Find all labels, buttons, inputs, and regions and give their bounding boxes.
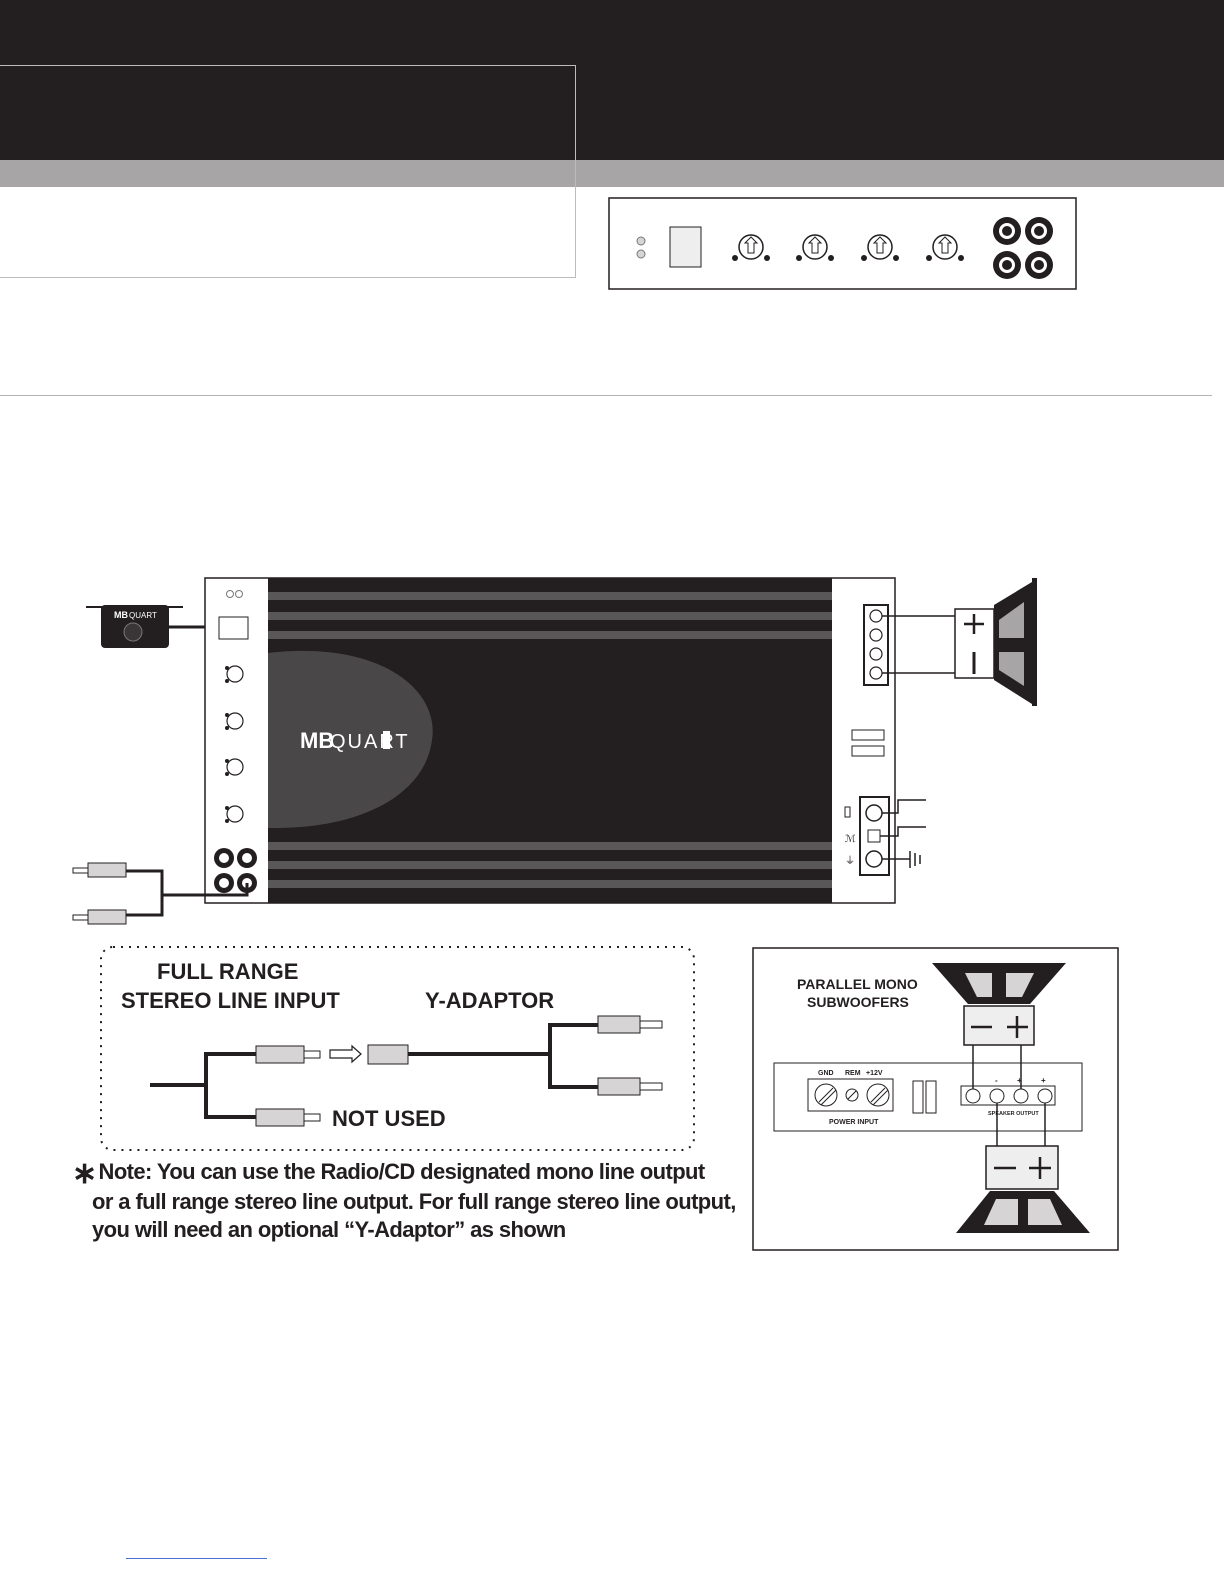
parallel-title-1: PARALLEL MONO [797,976,918,992]
amp-brand-bold: MB [300,728,334,753]
plus12-label: +12V [866,1070,883,1077]
full-range-label-1: FULL RANGE [157,959,298,984]
terminal-minus-label: - [995,1076,998,1085]
knob-icon [738,234,958,260]
parallel-title-2: SUBWOOFERS [807,994,909,1010]
header-dark-band [0,0,1224,160]
rca-plug-icon [255,1015,663,1127]
note-line-3: you will need an optional “Y-Adaptor” as… [92,1217,566,1242]
terminal-plus-label-a: + [1017,1076,1022,1085]
title-box [0,65,576,278]
remote-brand-bold: MB [114,610,128,620]
remote-port [669,226,702,268]
y-adaptor-diagram: FULL RANGE STEREO LINE INPUT Y-ADAPTOR N… [100,946,695,1151]
power-input-label: POWER INPUT [829,1119,879,1126]
parallel-subwoofer-diagram: PARALLEL MONO SUBWOOFERS GND REM +12V PO… [752,947,1119,1251]
gnd-label: GND [818,1070,834,1077]
rca-plug-icon [72,862,249,925]
section-divider [0,395,1212,396]
rem-label: REM [845,1070,861,1077]
wiring-diagram: MB QUART MB QUART [72,577,1037,925]
amp-brand-light: QUART [330,731,410,753]
speaker-icon [932,963,1066,1046]
svg-text:ℳ: ℳ [845,834,856,845]
note-marker: ∗ [72,1157,97,1190]
note-text: ∗Note: You can use the Radio/CD designat… [72,1158,752,1244]
amp-control-panel [608,197,1077,290]
side-knobs [226,665,244,823]
arrow-icon [329,1044,362,1064]
speaker-output-label: SPEAKER OUTPUT [988,1111,1039,1117]
svg-text:⏚: ⏚ [845,855,855,867]
remote-brand-light: QUART [129,611,157,620]
led-icon [636,236,646,259]
remote-bass-control: MB QUART [86,605,231,648]
full-range-label-2: STEREO LINE INPUT [121,988,340,1013]
y-adaptor-label: Y-ADAPTOR [425,988,554,1013]
amplifier: MB QUART [204,577,896,904]
speaker-icon [882,578,1037,706]
footer-link-underline[interactable] [126,1558,267,1559]
rca-jack-icon [993,217,1053,279]
not-used-label: NOT USED [332,1106,446,1131]
terminal-plus-label-b: + [1041,1076,1046,1085]
note-line-1: ∗Note: You can use the Radio/CD designat… [72,1157,705,1190]
note-line-2: or a full range stereo line output. For … [92,1189,736,1214]
power-wires [880,799,926,868]
speaker-icon [956,1145,1090,1233]
header-grey-band [0,160,1224,187]
